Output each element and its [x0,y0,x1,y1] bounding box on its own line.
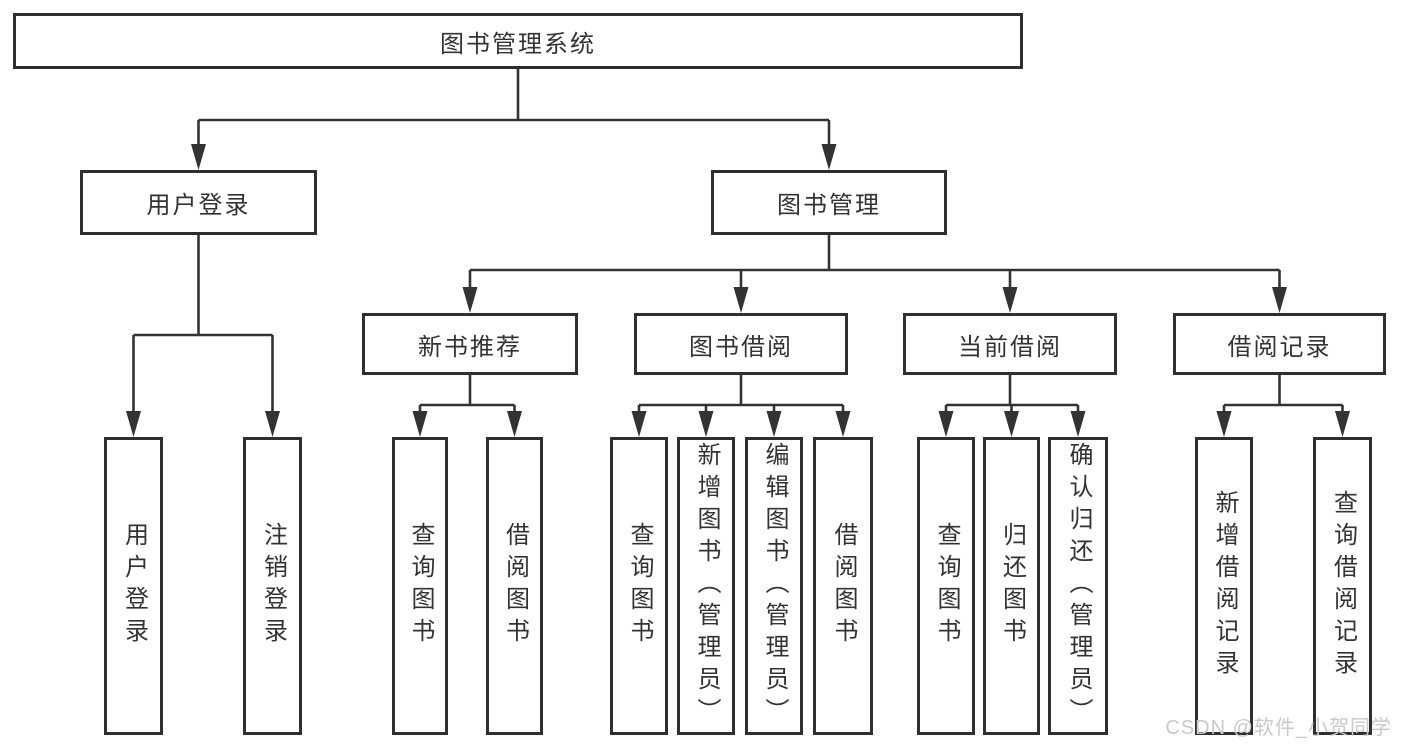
leaf-return-books: 归还图书 [983,437,1040,735]
leaf-logout-label: 注销登录 [259,522,287,650]
leaf-borrow-books: 借阅图书 [813,437,873,735]
arrowhead-icons [126,144,1350,437]
csdn-watermark: CSDN @软件_小贺同学 [1165,717,1392,739]
leaf-confirm-return-admin: 确认归还（管理员） [1048,437,1108,735]
leaf-borrow-query-books: 查询图书 [610,437,668,735]
leaf-query-borrow-record-label: 查询借阅记录 [1329,490,1357,682]
node-user-login: 用户登录 [80,170,317,235]
leaf-edit-books-admin-label: 编辑图书（管理员） [761,442,788,730]
node-new-book-recommend-label: 新书推荐 [418,333,522,361]
leaf-recommend-query-books-label: 查询图书 [407,522,434,650]
node-borrow-records-label: 借阅记录 [1227,333,1332,361]
node-user-login-label: 用户登录 [146,192,251,219]
node-book-borrow: 图书借阅 [634,313,848,375]
node-book-management-label: 图书管理 [777,192,881,219]
leaf-user-login-label: 用户登录 [120,522,148,650]
leaf-add-borrow-record-label: 新增借阅记录 [1211,490,1238,682]
leaf-recommend-query-books: 查询图书 [392,437,448,735]
leaf-current-query-books-label: 查询图书 [933,522,960,650]
node-book-management: 图书管理 [711,170,947,235]
leaf-confirm-return-admin-label: 确认归还（管理员） [1065,442,1092,730]
leaf-recommend-borrow-books-label: 借阅图书 [501,522,529,650]
node-borrow-records: 借阅记录 [1173,313,1386,375]
leaf-edit-books-admin: 编辑图书（管理员） [745,437,803,735]
leaf-add-borrow-record: 新增借阅记录 [1195,437,1253,735]
node-root-label: 图书管理系统 [440,30,596,58]
leaf-add-books-admin: 新增图书（管理员） [677,437,735,735]
leaf-add-books-admin-label: 新增图书（管理员） [693,442,720,730]
leaf-user-login: 用户登录 [104,437,163,735]
leaf-return-books-label: 归还图书 [998,522,1026,650]
node-current-borrow: 当前借阅 [903,313,1117,375]
leaf-current-query-books: 查询图书 [917,437,975,735]
leaf-query-borrow-record: 查询借阅记录 [1313,437,1372,735]
node-book-borrow-label: 图书借阅 [689,333,793,361]
leaf-borrow-books-label: 借阅图书 [830,522,857,650]
node-current-borrow-label: 当前借阅 [958,333,1062,361]
node-new-book-recommend: 新书推荐 [362,313,578,375]
leaf-recommend-borrow-books: 借阅图书 [486,437,543,735]
leaf-logout: 注销登录 [243,437,302,735]
leaf-borrow-query-books-label: 查询图书 [626,522,653,650]
node-root: 图书管理系统 [13,13,1023,69]
